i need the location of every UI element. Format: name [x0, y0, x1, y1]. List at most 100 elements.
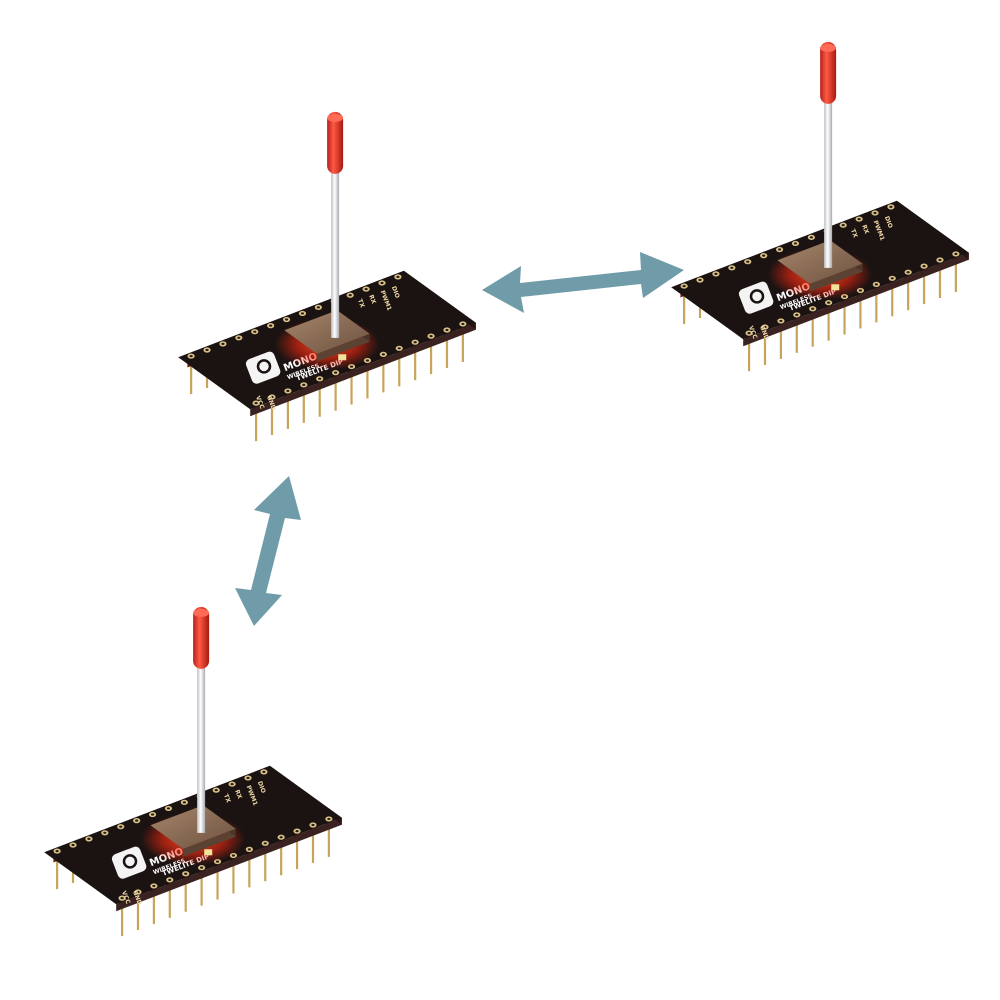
shield-side [182, 828, 236, 857]
pad-hole [184, 872, 188, 875]
pad-hole [348, 294, 352, 297]
wifi-logo-icon [122, 854, 138, 869]
pin-label: RX [860, 224, 870, 235]
pad-hole [954, 252, 958, 256]
antenna-rod [824, 97, 833, 268]
pad-hole [286, 389, 290, 393]
pad-hole [938, 258, 942, 262]
pin-label: GND [758, 325, 770, 341]
pad-hole [397, 347, 401, 350]
pad-hole [300, 312, 305, 315]
brand-logo-icon [738, 281, 774, 314]
pad-hole [103, 831, 107, 834]
pad-hole [890, 277, 894, 280]
pad-hole [247, 848, 251, 851]
pad-hole [779, 319, 783, 323]
brand-logo-icon [245, 351, 281, 384]
pad-hole [270, 395, 274, 399]
antenna-rod [331, 167, 340, 338]
pad-hole [777, 248, 782, 251]
wifi-logo-icon [256, 359, 272, 374]
shield-side [316, 333, 370, 362]
pad-hole [906, 271, 910, 274]
pad-hole [316, 306, 320, 309]
pad-hole [262, 770, 266, 773]
pin-label: TX [356, 298, 366, 309]
pad-hole [873, 211, 877, 215]
pad-hole [396, 275, 400, 278]
pad-hole [166, 807, 171, 810]
pad-hole [168, 878, 172, 881]
pin-label: DIO [256, 780, 267, 794]
pad-hole [119, 825, 123, 828]
antenna-cap-top [327, 113, 344, 122]
board-edge-front [250, 322, 476, 417]
pad-hole [381, 353, 385, 356]
pad-hole [334, 371, 338, 374]
antenna-cap [820, 41, 837, 104]
antenna-cap-top [193, 608, 210, 617]
pad-hole [150, 813, 155, 816]
pad-hole [254, 402, 258, 405]
pad-hole [445, 328, 449, 332]
pad-hole [413, 341, 417, 344]
pad-hole [795, 313, 799, 316]
pad-hole [120, 897, 124, 900]
pad-hole [200, 866, 204, 869]
pin-label: RX [233, 789, 243, 800]
pad-hole [811, 307, 815, 310]
board-edge-front [743, 252, 969, 347]
rf-shield [284, 310, 370, 354]
pad-hole [237, 336, 241, 339]
pad-hole [302, 383, 306, 386]
smd-component [338, 354, 347, 361]
pad-hole [135, 819, 139, 822]
pad-hole [87, 837, 91, 840]
shield-side [809, 263, 863, 292]
pad-hole [318, 377, 322, 380]
pad-hole [269, 324, 273, 327]
pad-hole [230, 782, 234, 786]
pin-label: TX [222, 793, 232, 804]
pad-hole [284, 318, 289, 321]
pad-hole [827, 301, 831, 304]
links-layer [235, 252, 684, 626]
pad-hole [461, 322, 465, 326]
rf-shield [777, 240, 863, 284]
smd-component [204, 849, 213, 856]
smd-component [831, 284, 840, 291]
wifi-logo-icon [749, 289, 765, 304]
pad-hole [327, 817, 331, 821]
pad-hole [922, 265, 926, 268]
board-edge-front [116, 817, 342, 912]
pad-hole [857, 217, 861, 221]
pad-hole [189, 354, 193, 358]
pad-hole [698, 278, 702, 282]
pad-hole [55, 849, 59, 853]
pad-hole [793, 242, 798, 245]
pin-label: DIO [883, 215, 894, 229]
brand-logo-icon [111, 846, 147, 879]
antenna-cap [193, 606, 210, 669]
antenna-cap [327, 111, 344, 174]
pin-label: VCC [120, 890, 132, 906]
pad-hole [762, 254, 766, 257]
antenna-rod [197, 662, 206, 833]
pad-hole [889, 205, 893, 208]
bidirectional-arrow-vertical [235, 476, 301, 626]
pad-hole [214, 789, 218, 792]
pad-hole [253, 330, 257, 333]
pad-hole [809, 236, 813, 239]
pad-hole [279, 836, 283, 839]
pad-hole [763, 325, 767, 329]
pad-hole [714, 272, 718, 275]
pad-hole [364, 287, 368, 291]
pin-label: RX [367, 294, 377, 305]
bidirectional-arrow-horizontal [482, 252, 684, 313]
pin-label: GND [131, 890, 143, 906]
pin-label: VCC [254, 395, 266, 411]
pin-label: VCC [747, 325, 759, 341]
